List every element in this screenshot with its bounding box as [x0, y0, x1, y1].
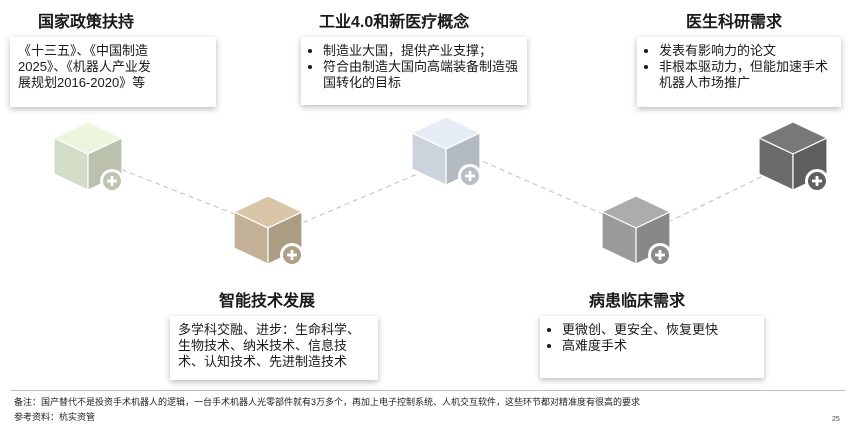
page-number: 25 [832, 416, 840, 423]
footer-note: 备注：国产替代不是投资手术机器人的逻辑，一台手术机器人光零部件就有3万多个，再加… [14, 397, 641, 407]
cube-icon [600, 195, 672, 267]
stage-2-line: 多学科交融、进步：生命科学、 [178, 322, 361, 337]
stage-1-line: 《十三五》、《中国制造 [18, 43, 149, 58]
stage-5-card: 发表有影响力的论文 非根本驱动力，但能加速手术机器人市场推广 [637, 37, 841, 107]
plus-icon [805, 169, 829, 193]
stage-5-heading: 医生科研需求 [686, 14, 783, 31]
stage-4-heading: 病患临床需求 [589, 293, 686, 310]
stage-2-line: 术、认知技术、先进制造技术 [178, 354, 348, 369]
stage-2-card: 多学科交融、进步：生命科学、 生物技术、纳米技术、信息技 术、认知技术、先进制造… [170, 316, 378, 380]
stage-3-heading: 工业4.0和新医疗概念 [319, 14, 470, 31]
connector-3-4 [474, 157, 631, 227]
stage-3-bullet: 制造业大国，提供产业支撑； [323, 43, 521, 59]
stage-1-heading: 国家政策扶持 [38, 14, 135, 31]
stage-1-cube [52, 118, 130, 201]
stage-1-card: 《十三五》、《中国制造 2025》、《机器人产业发 展规划2016-2020》等 [10, 37, 216, 107]
plus-icon [458, 164, 482, 188]
stage-3-cube [410, 113, 488, 196]
plus-icon [648, 243, 672, 267]
stage-4-card: 更微创、更安全、恢复更快 高难度手术 [540, 316, 764, 378]
stage-3-card: 制造业大国，提供产业支撑； 符合由制造大国向高端装备制造强国转化的目标 [301, 37, 527, 105]
footer-source: 参考资料：杭实资管 [14, 412, 96, 422]
stage-4-bullet: 更微创、更安全、恢复更快 [562, 322, 758, 338]
stage-5-bullets: 发表有影响力的论文 非根本驱动力，但能加速手术机器人市场推广 [639, 43, 835, 91]
stage-2-line: 生物技术、纳米技术、信息技 [178, 338, 348, 353]
cube-icon [410, 116, 482, 188]
stage-5-bullet: 非根本驱动力，但能加速手术机器人市场推广 [659, 59, 835, 91]
cube-icon [232, 195, 304, 267]
stage-4-bullet: 高难度手术 [562, 338, 758, 354]
stage-3-bullet: 符合由制造大国向高端装备制造强国转化的目标 [323, 59, 521, 91]
cube-icon [52, 121, 124, 193]
stage-4-cube [600, 192, 678, 275]
stage-2-heading: 智能技术发展 [219, 293, 316, 310]
cube-icon [757, 121, 829, 193]
footer-divider [10, 390, 846, 391]
plus-icon [100, 169, 124, 193]
plus-icon [280, 243, 304, 267]
stage-3-bullets: 制造业大国，提供产业支撑； 符合由制造大国向高端装备制造强国转化的目标 [303, 43, 521, 91]
connector-1-2 [104, 162, 266, 227]
stage-1-line: 2025》、《机器人产业发 [18, 59, 151, 74]
stage-5-bullet: 发表有影响力的论文 [659, 43, 835, 59]
stage-2-cube [232, 192, 310, 275]
stage-4-bullets: 更微创、更安全、恢复更快 高难度手术 [542, 322, 758, 354]
stage-1-line: 展规划2016-2020》等 [18, 75, 146, 90]
stage-5-cube [757, 118, 835, 201]
